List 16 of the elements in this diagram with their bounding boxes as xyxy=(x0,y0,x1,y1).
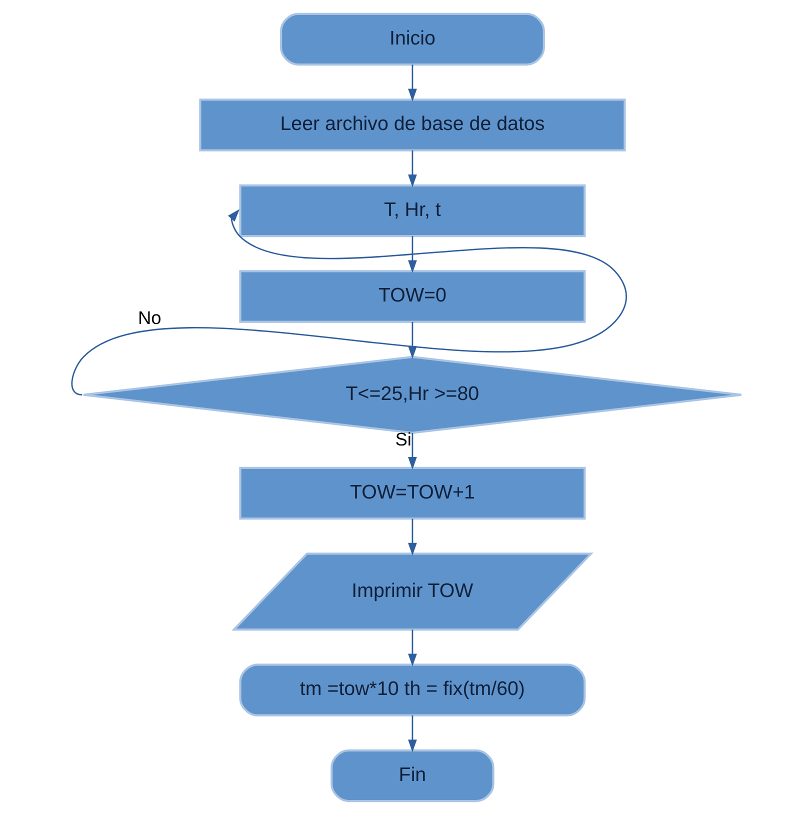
node-box: Fin xyxy=(330,749,494,802)
node-box: Inicio xyxy=(280,12,544,66)
node-box: TOW=TOW+1 xyxy=(238,466,586,520)
arrow xyxy=(408,630,416,666)
edge-label: No xyxy=(137,306,161,328)
node-box: TOW=0 xyxy=(238,270,586,323)
node-box: tm =tow*10 th = fix(tm/60) xyxy=(238,664,586,716)
arrow xyxy=(408,432,416,470)
arrow xyxy=(408,715,416,752)
node-box: T, Hr, t xyxy=(238,184,586,238)
arrow xyxy=(408,64,416,102)
arrow xyxy=(71,209,626,396)
arrow xyxy=(408,150,416,188)
arrow xyxy=(408,236,416,273)
node-box: Leer archivo de base de datos xyxy=(198,98,626,152)
arrow xyxy=(408,518,416,556)
